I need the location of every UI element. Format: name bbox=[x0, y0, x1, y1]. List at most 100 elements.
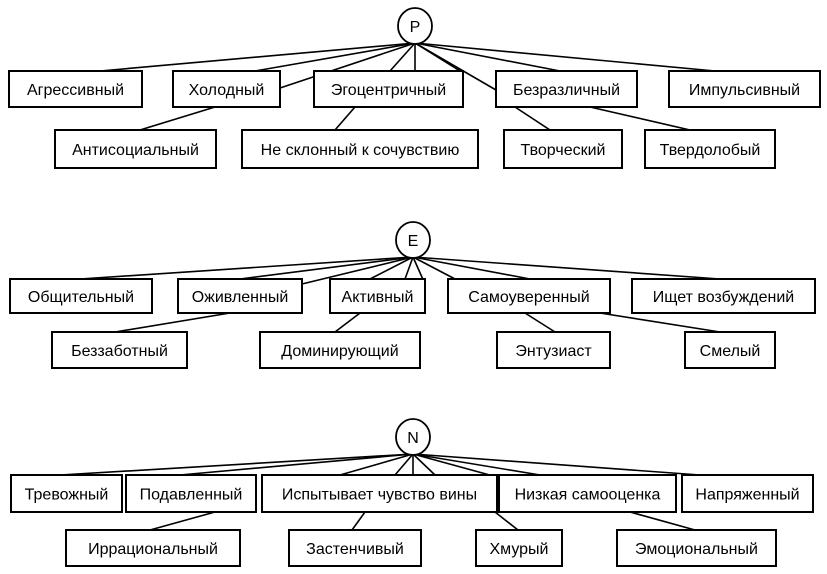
trait-box bbox=[447, 278, 611, 314]
trait-label: Напряженный bbox=[695, 487, 799, 504]
trait-label: Твердолобый bbox=[660, 142, 761, 159]
trait-node: Смелый bbox=[684, 331, 776, 369]
trait-label: Ищет возбуждений bbox=[653, 289, 794, 306]
factor-circle bbox=[395, 221, 431, 259]
connector-line bbox=[412, 256, 531, 280]
trait-label: Творческий bbox=[521, 142, 606, 159]
trait-box bbox=[503, 129, 623, 169]
connector-line bbox=[239, 256, 414, 280]
trait-box bbox=[177, 278, 303, 314]
connector-line bbox=[412, 256, 721, 280]
trait-node: Агрессивный bbox=[8, 70, 143, 108]
trait-node: Оживленный bbox=[177, 278, 303, 314]
trait-label: Низкая самооценка bbox=[515, 487, 661, 504]
connector-line bbox=[412, 453, 701, 476]
factor-node: N bbox=[395, 418, 431, 456]
connector-line bbox=[139, 106, 216, 131]
connector-line bbox=[414, 42, 716, 72]
trait-box bbox=[498, 474, 677, 513]
connector-line bbox=[114, 312, 231, 333]
trait-node: Хмурый bbox=[475, 529, 563, 567]
trait-label: Антисоциальный bbox=[72, 142, 199, 159]
connector-line bbox=[412, 256, 456, 280]
connector-line bbox=[179, 453, 414, 476]
trait-node: Тревожный bbox=[10, 474, 123, 513]
trait-box bbox=[261, 474, 498, 513]
connector-line bbox=[149, 511, 216, 531]
connector-line bbox=[524, 312, 556, 333]
trait-box bbox=[329, 278, 426, 314]
connector-line bbox=[412, 453, 541, 476]
trait-node: Твердолобый bbox=[644, 129, 776, 169]
factor-node: E bbox=[395, 221, 431, 259]
factor-circle bbox=[395, 418, 431, 456]
trait-box bbox=[684, 331, 776, 369]
trait-node: Активный bbox=[329, 278, 426, 314]
connector-line bbox=[514, 106, 551, 131]
trait-node: Энтузиаст bbox=[496, 331, 611, 369]
connector-line bbox=[389, 42, 416, 72]
trait-label: Общительный bbox=[28, 289, 134, 306]
factor-label: P bbox=[410, 19, 421, 36]
trait-box bbox=[9, 278, 153, 314]
trait-box bbox=[616, 529, 777, 567]
connector-line bbox=[394, 453, 414, 476]
trait-label: Холодный bbox=[189, 82, 265, 99]
trait-box bbox=[631, 278, 816, 314]
trait-node: Напряженный bbox=[681, 474, 814, 513]
trait-node: Творческий bbox=[503, 129, 623, 169]
connector-line bbox=[404, 256, 414, 280]
connector-line bbox=[589, 106, 691, 131]
trait-box bbox=[475, 529, 563, 567]
trait-group-n: Тревожный Подавленный Испытывает чувство в… bbox=[10, 418, 814, 567]
trait-group-p: Агрессивный Холодный Эгоцентричный Безразли… bbox=[8, 7, 821, 169]
connector-line bbox=[414, 42, 497, 91]
trait-box bbox=[8, 70, 143, 108]
factor-node: P bbox=[397, 7, 433, 45]
trait-box bbox=[51, 331, 188, 369]
trait-box bbox=[172, 70, 281, 108]
trait-box bbox=[495, 70, 638, 108]
trait-node: Не склонный к сочувствию bbox=[241, 129, 479, 169]
trait-node: Низкая самооценка bbox=[498, 474, 677, 513]
trait-label: Импульсивный bbox=[689, 82, 800, 99]
trait-box bbox=[10, 474, 123, 513]
trait-box bbox=[288, 529, 422, 567]
trait-label: Эгоцентричный bbox=[331, 82, 446, 99]
factor-circle bbox=[397, 7, 433, 45]
trait-group-e: Общительный Оживленный Активный Самоуверенн… bbox=[9, 221, 816, 369]
trait-node: Иррациональный bbox=[65, 529, 241, 567]
trait-label: Активный bbox=[342, 289, 414, 306]
trait-node: Эгоцентричный bbox=[313, 70, 464, 108]
trait-label: Смелый bbox=[700, 343, 761, 360]
trait-label: Безразличный bbox=[513, 82, 620, 99]
trait-node: Самоуверенный bbox=[447, 278, 611, 314]
factor-label: N bbox=[407, 430, 419, 447]
connector-line bbox=[334, 312, 361, 333]
trait-label: Не склонный к сочувствию bbox=[261, 142, 460, 159]
trait-box bbox=[681, 474, 814, 513]
trait-label: Тревожный bbox=[25, 487, 109, 504]
trait-label: Доминирующий bbox=[281, 343, 398, 360]
trait-label: Оживленный bbox=[192, 289, 289, 306]
trait-node: Ищет возбуждений bbox=[631, 278, 816, 314]
connector-line bbox=[334, 106, 356, 131]
trait-node: Испытывает чувство вины bbox=[261, 474, 498, 513]
trait-label: Энтузиаст bbox=[515, 343, 592, 360]
trait-label: Агрессивный bbox=[27, 82, 124, 99]
trait-box bbox=[54, 129, 217, 169]
trait-label: Застенчивый bbox=[306, 541, 404, 558]
trait-node: Эмоциональный bbox=[616, 529, 777, 567]
trait-box bbox=[259, 331, 421, 369]
connector-line bbox=[279, 42, 416, 89]
trait-label: Подавленный bbox=[140, 487, 243, 504]
trait-label: Иррациональный bbox=[88, 541, 218, 558]
trait-box bbox=[241, 129, 479, 169]
trait-box bbox=[313, 70, 464, 108]
connector-line bbox=[599, 312, 721, 333]
connector-line bbox=[351, 511, 366, 531]
connector-line bbox=[301, 256, 414, 285]
connector-line bbox=[414, 42, 561, 72]
trait-node: Доминирующий bbox=[259, 331, 421, 369]
